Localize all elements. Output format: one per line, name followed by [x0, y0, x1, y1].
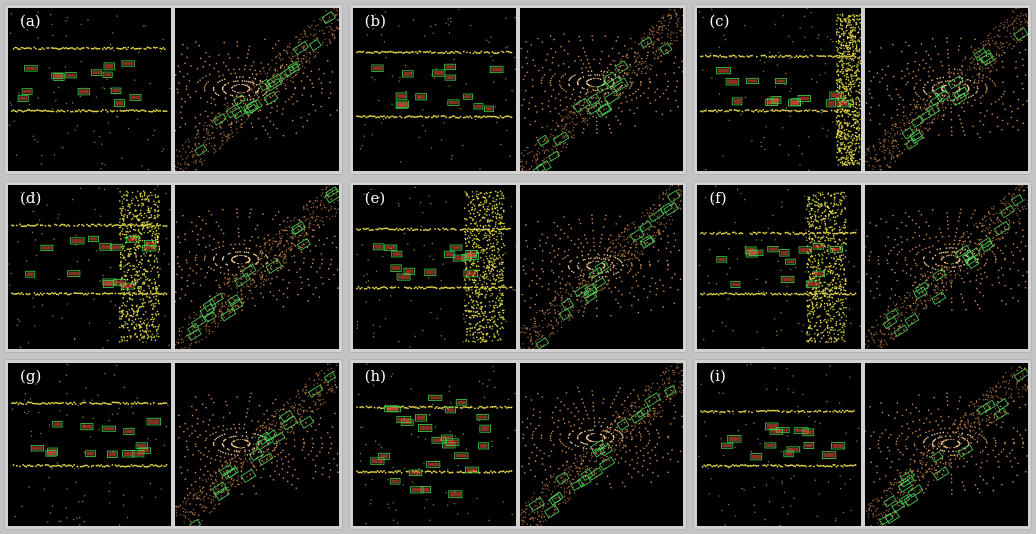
perspective-point-cloud: [175, 8, 339, 172]
panel-label: (i): [709, 366, 726, 385]
perspective-lidar-image: [864, 362, 1028, 526]
panel-label: (b): [364, 12, 386, 30]
bev-point-cloud: [698, 363, 860, 526]
perspective-point-cloud: [175, 363, 339, 526]
figure-cell: (d): [4, 181, 343, 353]
figure-cell: (c): [693, 4, 1032, 176]
perspective-lidar-image: [175, 362, 339, 526]
bev-lidar-image: (c): [697, 8, 861, 172]
perspective-lidar-image: [520, 185, 684, 349]
bev-lidar-image: (e): [352, 185, 516, 349]
panel-label: (d): [20, 189, 42, 208]
panel-label: (e): [364, 189, 386, 208]
perspective-point-cloud: [520, 362, 684, 526]
figure-cell: (a): [4, 4, 343, 176]
panel-label: (f): [709, 189, 727, 208]
perspective-lidar-image: [175, 8, 339, 172]
perspective-point-cloud: [520, 185, 684, 349]
bev-lidar-image: (f): [697, 185, 861, 349]
figure-cell: (g): [4, 358, 343, 530]
panel-label: (a): [20, 12, 41, 30]
perspective-lidar-image: [520, 362, 684, 526]
bev-point-cloud: [355, 186, 516, 348]
bev-lidar-image: (i): [697, 362, 861, 526]
bev-point-cloud: [698, 185, 861, 349]
figure-cell: (i): [693, 358, 1032, 530]
perspective-lidar-image: [864, 8, 1028, 172]
bev-point-cloud: [699, 8, 861, 172]
perspective-lidar-image: [864, 185, 1028, 349]
figure-cell: (e): [348, 181, 688, 353]
figure-cell: (h): [348, 358, 688, 530]
bev-point-cloud: [8, 185, 171, 349]
figure-cell: (f): [693, 181, 1032, 353]
perspective-lidar-image: [175, 185, 339, 349]
bev-point-cloud: [355, 8, 516, 170]
perspective-lidar-image: [520, 8, 684, 172]
bev-point-cloud: [355, 363, 516, 524]
bev-lidar-image: (d): [8, 185, 172, 349]
figure-cell: (b): [348, 4, 688, 176]
bev-lidar-image: (b): [352, 8, 516, 172]
panel-label: (c): [709, 12, 730, 30]
bev-point-cloud: [11, 363, 169, 526]
perspective-point-cloud: [520, 8, 684, 172]
panel-label: (h): [364, 366, 387, 385]
bev-lidar-image: (g): [8, 362, 172, 526]
perspective-point-cloud: [864, 8, 1028, 172]
bev-lidar-image: (a): [8, 8, 172, 172]
bev-point-cloud: [8, 11, 171, 171]
perspective-point-cloud: [864, 185, 1028, 349]
panel-label: (g): [20, 366, 42, 385]
bev-lidar-image: (h): [352, 362, 516, 526]
perspective-point-cloud: [864, 362, 1028, 526]
perspective-point-cloud: [175, 185, 339, 349]
